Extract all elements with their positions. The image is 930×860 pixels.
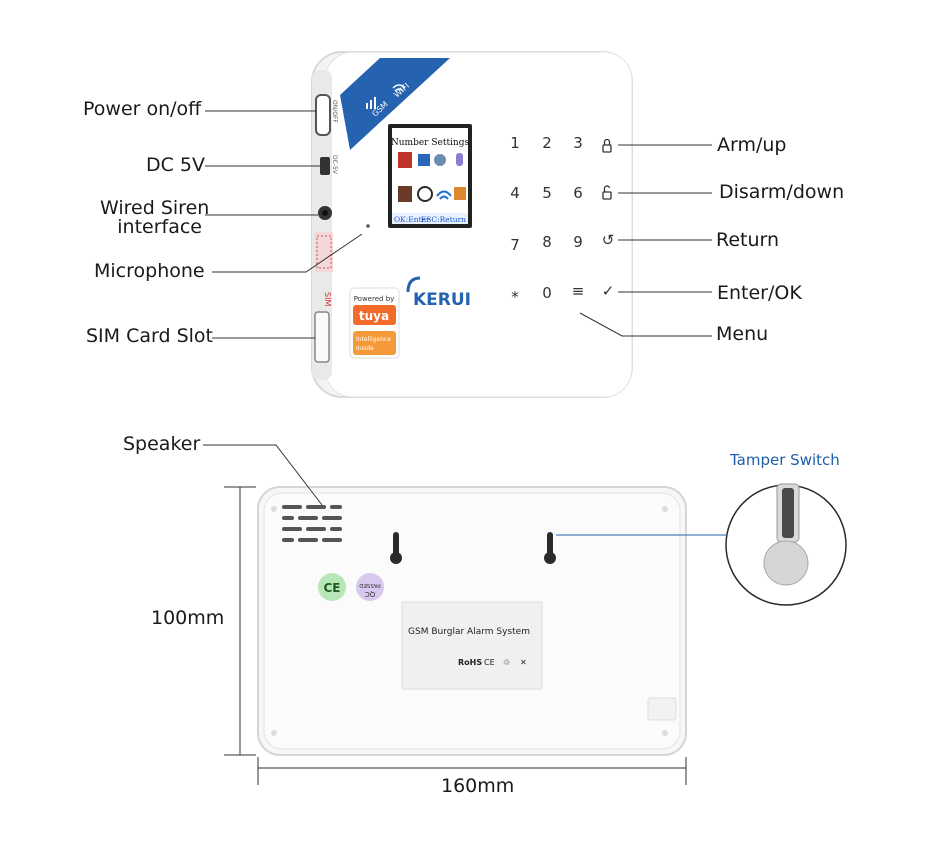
sms-icon <box>418 154 430 166</box>
label-speaker: Speaker <box>123 433 201 455</box>
svg-text:GSM Burglar Alarm System: GSM Burglar Alarm System <box>408 627 530 637</box>
label-wired-siren: Wired Siren interface <box>100 197 210 238</box>
back-tab <box>647 697 677 721</box>
label-width-160mm: 160mm <box>441 775 515 797</box>
mounting-hole-left <box>390 532 402 564</box>
label-height-100mm: 100mm <box>151 607 225 629</box>
sim-slot <box>314 311 330 363</box>
svg-text:DC-5V: DC-5V <box>331 155 338 175</box>
label-arm-up: Arm/up <box>717 134 787 156</box>
number-settings-icon <box>398 152 412 168</box>
svg-text:Number Settings: Number Settings <box>391 138 470 148</box>
dc-port <box>320 157 330 175</box>
key-5: 5 <box>542 184 552 202</box>
weee-mark: ✕ <box>520 658 527 667</box>
svg-text:PASSED: PASSED <box>359 582 380 588</box>
label-microphone: Microphone <box>94 260 205 282</box>
svg-text:Powered by: Powered by <box>354 295 395 303</box>
gsm-wifi-ribbon <box>340 58 450 150</box>
wifi-menu-icon <box>436 190 452 200</box>
wifi-icon <box>392 84 406 92</box>
kerui-logo: KERUI <box>413 290 471 310</box>
key-7: 7 <box>510 236 520 254</box>
label-plate <box>401 601 543 690</box>
svg-text:ESC:Return: ESC:Return <box>421 215 466 224</box>
label-power-onoff: Power on/off <box>83 98 202 120</box>
label-enter-ok: Enter/OK <box>717 282 802 304</box>
ce-sticker <box>318 573 346 601</box>
label-tamper-switch: Tamper Switch <box>730 451 840 469</box>
svg-text:OK:Enter: OK:Enter <box>394 215 430 224</box>
kerui-logo-mark <box>406 276 421 293</box>
key-3: 3 <box>573 134 583 152</box>
key-return: ↺ <box>602 231 615 249</box>
key-star: * <box>511 288 519 306</box>
key-6: 6 <box>573 184 583 202</box>
front-leader-lines <box>203 110 712 506</box>
ce-mark: CE <box>484 658 495 667</box>
disarm-lock-icon <box>602 185 612 200</box>
speaker-grille <box>282 505 342 542</box>
mic-icon <box>456 153 463 166</box>
key-menu: ≡ <box>572 282 585 300</box>
key-2: 2 <box>542 134 552 152</box>
mounting-hole-right <box>544 532 556 564</box>
svg-text:tuya: tuya <box>359 309 389 323</box>
key-0: 0 <box>542 284 552 302</box>
key-enter: ✓ <box>602 282 615 300</box>
label-disarm-down: Disarm/down <box>719 181 845 203</box>
qc-sticker <box>356 573 384 601</box>
label-dc-5v: DC 5V <box>146 154 206 176</box>
svg-text:Intelligence: Intelligence <box>356 336 391 343</box>
tamper-button <box>763 540 809 586</box>
key-9: 9 <box>573 233 583 251</box>
arm-lock-icon <box>602 138 612 153</box>
gear-icon <box>434 154 446 166</box>
clock-icon <box>417 186 433 202</box>
recycle-mark: ♲ <box>503 658 510 667</box>
rohs-mark: RoHS <box>458 658 482 667</box>
power-switch <box>315 94 331 136</box>
label-sim-card-slot: SIM Card Slot <box>86 325 213 347</box>
svg-text:Inside: Inside <box>356 345 374 352</box>
key-4: 4 <box>510 184 520 202</box>
email-icon <box>454 187 466 200</box>
svg-text:ON/OFF: ON/OFF <box>331 100 338 123</box>
svg-text:SIM: SIM <box>323 292 332 306</box>
key-8: 8 <box>542 233 552 251</box>
record-icon <box>398 186 412 202</box>
signal-icon <box>366 97 376 109</box>
key-1: 1 <box>510 134 520 152</box>
qr-sticker <box>315 232 333 272</box>
svg-text:QC: QC <box>365 590 376 598</box>
svg-text:CE: CE <box>323 581 340 595</box>
label-return: Return <box>716 229 780 251</box>
label-menu: Menu <box>716 323 769 345</box>
microphone-hole <box>366 224 370 228</box>
